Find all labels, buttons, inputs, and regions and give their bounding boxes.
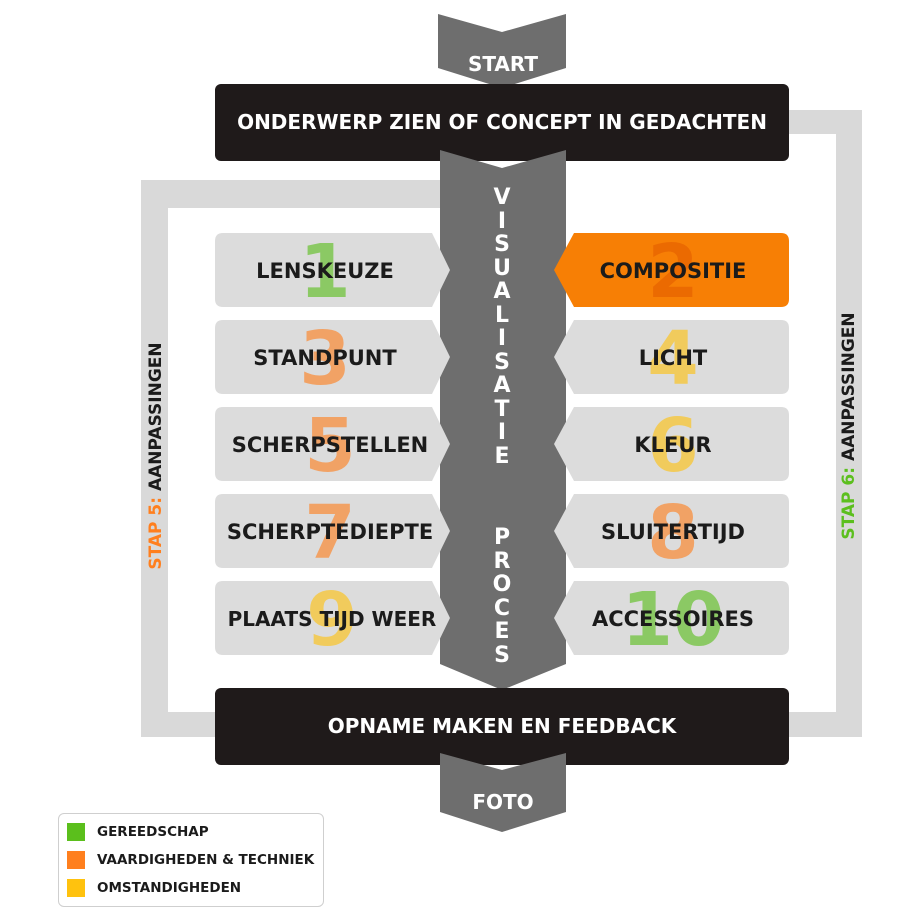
legend-item-gereedschap: GEREEDSCHAP [67, 822, 209, 842]
card-shape-8 [554, 494, 789, 568]
legend-item-vaardigheden: VAARDIGHEDEN & TECHNIEK [67, 850, 314, 870]
center-arrow-letter: C [493, 595, 511, 621]
left-loop-step: STAP 5: [146, 496, 166, 570]
center-arrow-letter: S [494, 642, 510, 668]
center-arrow-letter: U [493, 255, 511, 281]
center-arrow-letter: P [493, 525, 511, 550]
step-card-7: 7 SCHERPTEDIEPTE [215, 494, 445, 570]
card-shape-9 [215, 581, 450, 655]
center-arrow-letter: R [493, 548, 511, 574]
left-loop-text: AANPASSINGEN [146, 342, 166, 492]
center-arrow-letter: S [494, 232, 510, 257]
center-arrow-letter: L [494, 302, 510, 328]
step-label-10: ACCESSOIRES [591, 607, 755, 631]
step-card-9: 9 PLAATS TIJD WEER [215, 581, 449, 657]
center-arrow-letter: T [494, 396, 510, 422]
step-label-5: SCHERPSTELLEN [231, 433, 429, 457]
card-shape-3 [215, 320, 450, 394]
legend-swatch-orange [67, 851, 85, 869]
card-shape-1 [215, 233, 450, 307]
right-loop-connector [775, 110, 862, 737]
step-number-8: 8 [647, 490, 699, 576]
step-number-10: 10 [621, 577, 725, 663]
step-card-8: 8 SLUITERTIJD [564, 494, 782, 570]
step-label-2: COMPOSITIE [599, 259, 747, 283]
step-card-3: 3 STANDPUNT [215, 320, 435, 396]
step-number-1: 1 [299, 229, 351, 315]
center-arrow-letter: E [494, 443, 510, 469]
bottom-bar-label: OPNAME MAKEN EN FEEDBACK [327, 714, 677, 738]
step-number-5: 5 [304, 403, 356, 489]
step-label-8: SLUITERTIJD [601, 520, 745, 544]
card-shape-10 [554, 581, 789, 655]
legend-item-omstandigheden: OMSTANDIGHEDEN [67, 878, 241, 898]
step-number-2: 2 [647, 229, 699, 315]
foto-label: FOTO [472, 790, 534, 814]
legend: GEREEDSCHAP VAARDIGHEDEN & TECHNIEK OMST… [58, 813, 324, 907]
step-label-3: STANDPUNT [253, 346, 397, 370]
legend-swatch-green [67, 823, 85, 841]
top-bar-label: ONDERWERP ZIEN OF CONCEPT IN GEDACHTEN [237, 110, 767, 134]
legend-label: GEREEDSCHAP [97, 824, 209, 840]
center-arrow-letter: S [494, 349, 510, 375]
center-arrow [440, 150, 566, 690]
step-card-1: 1 LENSKEUZE [215, 233, 435, 309]
step-label-6: KLEUR [634, 433, 712, 457]
legend-label: VAARDIGHEDEN & TECHNIEK [97, 852, 315, 868]
card-shape-4 [554, 320, 789, 394]
foto-arrow [440, 753, 566, 832]
center-arrow-letter: I [497, 326, 507, 351]
bottom-bar [215, 688, 789, 765]
left-loop-label: STAP 5: AANPASSINGEN [141, 276, 171, 636]
legend-label: OMSTANDIGHEDEN [97, 880, 242, 896]
card-shape-5 [215, 407, 450, 481]
step-card-6: 6 KLEUR [564, 407, 782, 483]
step-label-4: LICHT [638, 346, 708, 370]
step-label-9: PLAATS TIJD WEER [227, 607, 437, 631]
center-arrow-letter: A [493, 373, 511, 398]
center-arrow-letter: E [494, 619, 510, 644]
step-number-7: 7 [304, 490, 356, 576]
card-shape-6 [554, 407, 789, 481]
start-label: START [467, 52, 539, 76]
step-label-7: SCHERPTEDIEPTE [226, 520, 434, 544]
card-shape-7 [215, 494, 450, 568]
center-arrow-letter: I [497, 420, 507, 445]
right-loop-step: STAP 6: [839, 466, 859, 540]
right-loop-text: AANPASSINGEN [839, 312, 859, 462]
right-loop-label: STAP 6: AANPASSINGEN [834, 246, 864, 606]
step-label-1: LENSKEUZE [256, 259, 394, 283]
start-arrow [438, 14, 566, 88]
step-card-10: 10 ACCESSOIRES [564, 581, 782, 657]
step-number-6: 6 [647, 403, 699, 489]
step-number-9: 9 [306, 577, 358, 663]
center-arrow-letter: O [492, 572, 512, 597]
step-card-4: 4 LICHT [564, 320, 782, 396]
center-arrow-letter: A [493, 279, 511, 304]
step-card-5: 5 SCHERPSTELLEN [215, 407, 445, 483]
top-bar [215, 84, 789, 161]
center-arrow-letter: V [493, 185, 511, 210]
card-shape-2 [554, 233, 789, 307]
legend-swatch-yellow [67, 879, 85, 897]
center-arrow-letter: I [497, 208, 507, 234]
step-number-3: 3 [299, 316, 351, 402]
step-card-2: 2 COMPOSITIE [564, 233, 782, 309]
step-number-4: 4 [647, 316, 699, 402]
